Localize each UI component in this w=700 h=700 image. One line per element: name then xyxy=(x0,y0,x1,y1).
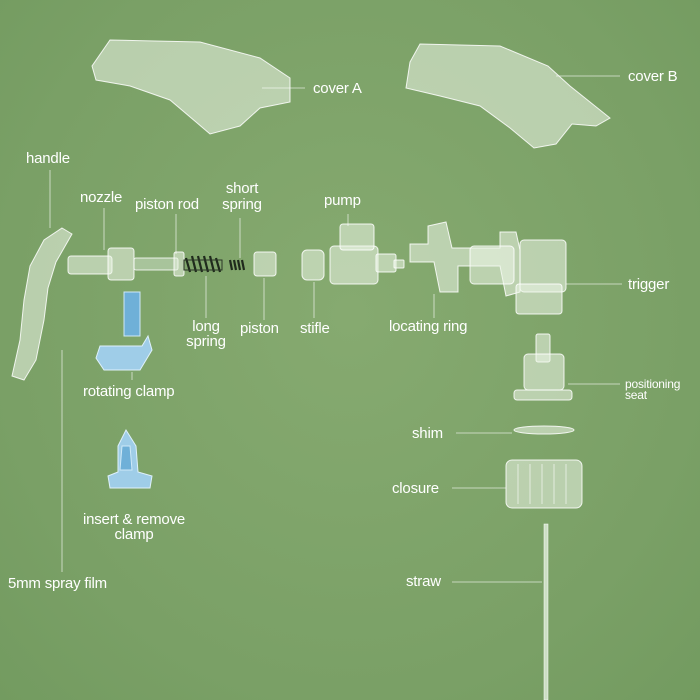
label-handle: handle xyxy=(26,150,70,167)
label-spray-film: 5mm spray film xyxy=(8,575,107,592)
label-trigger: trigger xyxy=(628,276,670,293)
label-piston-rod: piston rod xyxy=(135,196,199,213)
closure-part xyxy=(452,459,583,509)
label-long-spring-line1: long xyxy=(192,318,220,335)
pump-part xyxy=(329,214,405,285)
piston-rod-part xyxy=(133,214,185,277)
label-insert-remove-clamp-line1: insert & remove xyxy=(82,511,186,528)
nozzle-part xyxy=(67,208,135,281)
label-locating-ring: locating ring xyxy=(389,318,468,335)
label-insert-remove-clamp-line2: clamp xyxy=(114,526,154,543)
cover-a-part xyxy=(91,39,305,135)
long-spring-part xyxy=(183,255,223,318)
positioning-seat-part xyxy=(513,333,620,401)
label-piston: piston xyxy=(240,320,279,337)
trigger-part xyxy=(469,239,622,315)
cover-b-part xyxy=(405,43,620,149)
label-shim: shim xyxy=(412,425,443,442)
insert-remove-clamp-part xyxy=(107,428,153,489)
shim-part xyxy=(456,425,575,435)
rotating-clamp-part xyxy=(95,291,153,380)
short-spring-part xyxy=(228,218,246,271)
label-positioning-seat-line1: positioning xyxy=(625,377,681,391)
straw-part xyxy=(452,523,549,700)
label-short-spring-line1: short xyxy=(225,180,259,197)
label-rotating-clamp: rotating clamp xyxy=(83,383,175,400)
label-long-spring-line2: spring xyxy=(186,333,226,350)
piston-part xyxy=(253,251,277,320)
label-cover-b: cover B xyxy=(628,68,678,85)
label-nozzle: nozzle xyxy=(80,189,123,206)
label-pump: pump xyxy=(324,192,361,209)
label-cover-a: cover A xyxy=(313,80,362,97)
handle-part xyxy=(11,170,73,572)
stifle-part xyxy=(301,249,325,318)
label-positioning-seat-line2: seat xyxy=(625,388,647,402)
label-closure: closure xyxy=(392,480,439,497)
label-straw: straw xyxy=(406,573,441,590)
label-short-spring-line2: spring xyxy=(222,196,262,213)
label-stifle: stifle xyxy=(300,320,330,337)
